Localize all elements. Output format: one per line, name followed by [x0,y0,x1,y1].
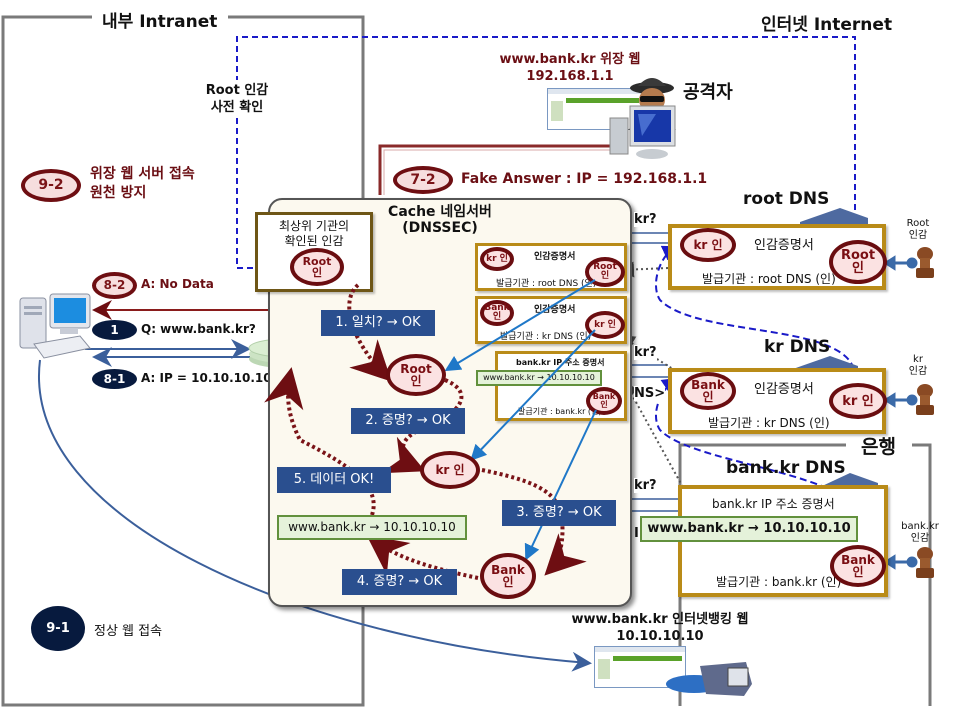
flow-step-4 [366,535,479,580]
internet-zone-label: 인터넷 Internet [755,10,899,35]
step-1-badge: 1 [92,320,137,340]
fake-answer-label: Fake Answer : IP = 192.168.1.1 [461,171,708,187]
stamp-arrows [883,255,918,570]
step-9-1-badge: 9-1 [31,606,85,651]
root-stamp-icon [916,247,934,278]
dns-query-lines [630,232,680,512]
kr-stamp-label: kr 인감 [908,354,928,377]
verify-line-kr [470,329,596,461]
step-1-match: 1. 일치? → OK [321,310,435,336]
kr-dns-kr-seal: kr 인 [829,383,887,419]
root-dns-title: root DNS [743,189,830,209]
root-dns-kr-seal: kr 인 [680,228,736,262]
intranet-zone-label: 내부 Intranet [96,7,224,32]
flow-step-5 [264,367,376,516]
chain-kr-seal: kr 인 [420,451,480,489]
fake-answer-line [378,144,610,195]
cache-cert-bank-record: www.bank.kr → 10.10.10.10 [476,370,602,386]
root-dns-server-shape [800,208,868,224]
bank-stamp-label: bank.kr 인감 [901,521,939,544]
step-5-data-ok: 5. 데이터 OK! [277,467,391,493]
fake-site-label: www.bank.kr 위장 웹 192.168.1.1 [499,52,641,84]
intranet-zone-border [1,15,365,707]
web-server-icon [666,662,752,696]
cache-nameserver-title: Cache 네임서버 (DNSSEC) [388,204,492,236]
normal-access-label: 정상 웹 접속 [94,624,163,639]
step-7-2-badge: 7-2 [393,166,453,194]
fake-website-screenshot [547,88,643,130]
bank-dns-title: bank.kr DNS [726,458,846,478]
step-9-2-label: 위장 웹 서버 접속 원천 방지 [90,166,195,201]
step-8-1-badge: 8-1 [92,369,137,389]
step-2-verify: 2. 증명? → OK [351,408,465,434]
client-pc-icon[interactable] [14,290,94,366]
trusted-root-seal: Root 인 [290,248,344,286]
verify-line-bank [524,409,597,561]
bank-zone-border [678,443,932,706]
kr-stamp-icon [916,384,934,415]
step-8-2-badge: 8-2 [92,272,137,299]
cache-cert-kr-kr-seal: kr 인 [585,311,625,339]
normal-access-path [37,359,592,672]
flow-step-1 [347,283,392,382]
answer-label: A: IP = 10.10.10.10 [141,371,272,385]
verify-line-root [444,279,596,372]
step-4-verify: 4. 증명? → OK [342,569,457,595]
attacker-icon [609,78,676,159]
attacker-label: 공격자 [683,82,733,103]
ns-response-label: NS> [634,386,666,401]
query-label-root: kr? [634,212,657,227]
root-stamp-label: Root 인감 [906,218,930,241]
kr-dns-title: kr DNS [764,337,831,357]
query-label-kr: kr? [634,345,657,360]
no-data-label: A: No Data [141,277,214,291]
step-3-verify: 3. 증명? → OK [502,500,616,526]
query-label-bank: kr? [634,478,657,493]
bank-web-label: www.bank.kr 인터넷뱅킹 웹 10.10.10.10 [571,612,749,644]
root-precheck-label: Root 인감 사전 확인 [198,82,276,116]
query-label: Q: www.bank.kr? [141,322,256,336]
bank-dns-record: www.bank.kr → 10.10.10.10 [640,516,858,542]
query-label-bank-answer: I [634,526,639,541]
result-record: www.bank.kr → 10.10.10.10 [277,515,467,540]
cache-cert-root-kr-seal: kr 인 [480,247,514,271]
bank-stamp-icon [916,547,934,578]
step-9-2-badge: 9-2 [21,169,81,202]
bank-zone-label: 은행 [855,432,902,459]
